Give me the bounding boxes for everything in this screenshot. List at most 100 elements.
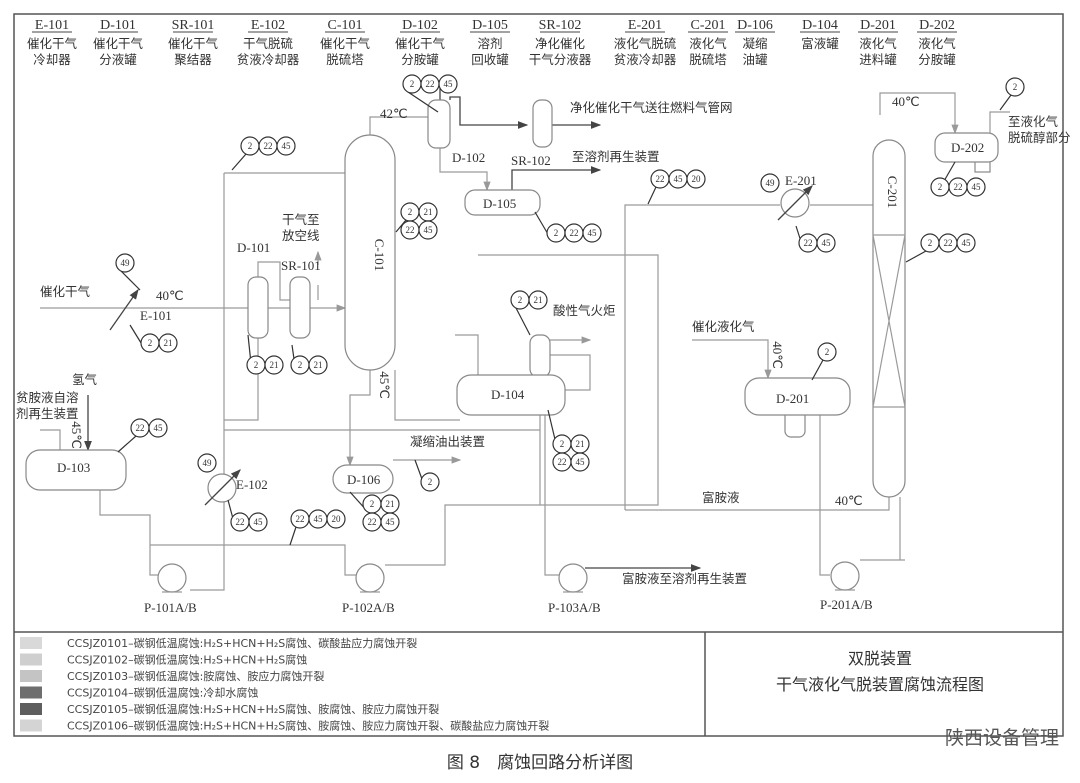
tag-circle [528, 290, 548, 310]
vessel-d201 [744, 377, 851, 416]
header-line1: 催化干气 [168, 36, 219, 51]
header-code: D-105 [472, 18, 508, 33]
header-line2: 贫液冷却器 [237, 52, 300, 67]
header-line1: 催化干气 [27, 36, 78, 51]
vessels [25, 99, 999, 593]
vessel-d103 [25, 449, 127, 491]
equipment-header: E-101催化干气冷却器D-101催化干气分液罐SR-101催化干气聚结器E-1… [27, 18, 957, 67]
tag-number: 22 [296, 514, 305, 524]
temp-45-d103: 45℃ [69, 421, 84, 449]
tag-circle [816, 233, 836, 253]
tag-e201: 49 [760, 173, 780, 193]
tag-number: 45 [254, 517, 264, 527]
vessel-sr102 [532, 99, 553, 148]
tag-number: 22 [236, 517, 245, 527]
temp-45-c101: 45℃ [377, 371, 392, 399]
rich-amine-label: 富胺液 [702, 490, 740, 505]
header-code: C-201 [691, 18, 726, 33]
legend-swatch [20, 670, 42, 682]
tag-number: 22 [804, 238, 813, 248]
tag-circle [582, 223, 602, 243]
header-code: D-101 [100, 18, 136, 33]
lpg-feed-label: 催化液化气 [692, 319, 755, 334]
stream-labels: 42℃ 净化催化干气送往燃料气管网 至溶剂再生装置 干气至 放空线 催化干气 4… [16, 94, 1071, 586]
tag-number: 22 [656, 174, 665, 184]
vessel-d102 [427, 99, 451, 149]
tag-number: 22 [368, 517, 377, 527]
legend-text: CCSJZ0102–碳钢低温腐蚀:H₂S+HCN+H₂S腐蚀 [67, 653, 307, 667]
tag-number: 45 [282, 141, 292, 151]
tag-number: 22 [426, 79, 435, 89]
legend-item: CCSJZ0106–碳钢低温腐蚀:H₂S+HCN+H₂S腐蚀、胺腐蚀、胺应力腐蚀… [20, 719, 549, 733]
legend-item: CCSJZ0103–碳钢低温腐蚀:胺腐蚀、胺应力腐蚀开裂 [20, 669, 324, 683]
vent-label-1: 干气至 [282, 212, 320, 227]
acid-flare-label: 酸性气火炬 [553, 303, 616, 318]
tag-circle [248, 512, 268, 532]
header-code: C-101 [328, 18, 363, 33]
tag-circle [380, 512, 400, 532]
tag-number: 2 [1013, 82, 1018, 92]
tag-d106out: 2 [414, 459, 440, 492]
equipment-labels: C-101 D-102 SR-102 D-105 D-101 SR-101 E-… [57, 140, 984, 615]
tag-number: 2 [148, 338, 153, 348]
column-c101 [344, 134, 396, 371]
label-p201: P-201A/B [820, 597, 873, 612]
tag-circle [817, 342, 837, 362]
tag-circle [276, 136, 296, 156]
tag-number: 22 [944, 238, 953, 248]
header-line2: 贫液冷却器 [614, 52, 677, 67]
tag-number: 45 [444, 79, 454, 89]
tag-circle [1005, 77, 1025, 97]
header-line2: 分胺罐 [401, 52, 439, 67]
header-code: E-101 [35, 18, 69, 33]
header-line1: 催化干气 [395, 36, 446, 51]
label-d102: D-102 [452, 150, 485, 165]
tag-circle [418, 220, 438, 240]
exchanger-e101-icon [109, 288, 139, 331]
tag-number: 2 [825, 347, 830, 357]
to-regen-label: 至溶剂再生装置 [572, 149, 660, 164]
tag-e101: 49 [115, 253, 141, 291]
vessel-d106 [332, 464, 394, 494]
tag-number: 2 [928, 238, 933, 248]
tag-number: 20 [332, 514, 342, 524]
label-c201: C-201 [885, 176, 900, 209]
legend-item: CCSJZ0101–碳钢低温腐蚀:H₂S+HCN+H₂S腐蚀、碳酸盐应力腐蚀开裂 [20, 636, 417, 650]
header-line2: 分胺罐 [918, 52, 956, 67]
header-code: D-201 [860, 18, 896, 33]
tag-number: 49 [766, 178, 776, 188]
legend-text: CCSJZ0104–碳钢低温腐蚀:冷却水腐蚀 [67, 686, 258, 700]
tag-number: 21 [270, 360, 279, 370]
header-line1: 富液罐 [801, 36, 839, 51]
tag-number: 22 [406, 225, 415, 235]
label-e201: E-201 [785, 173, 817, 188]
legend-swatch [20, 703, 42, 715]
fuel-gas-label: 净化催化干气送往燃料气管网 [570, 100, 733, 115]
label-d201: D-201 [776, 391, 809, 406]
tag-circle [438, 74, 458, 94]
vessel-d202 [934, 132, 999, 163]
tag-number: 2 [254, 360, 259, 370]
legend-text: CCSJZ0106–碳钢低温腐蚀:H₂S+HCN+H₂S腐蚀、胺腐蚀、胺应力腐蚀… [67, 719, 549, 733]
tag-number: 49 [203, 458, 213, 468]
header-code: D-102 [402, 18, 438, 33]
title-block-line1: 双脱装置 [848, 649, 912, 668]
tag-circle [264, 355, 284, 375]
temp-40-e101: 40℃ [156, 288, 184, 303]
tag-circle [308, 355, 328, 375]
